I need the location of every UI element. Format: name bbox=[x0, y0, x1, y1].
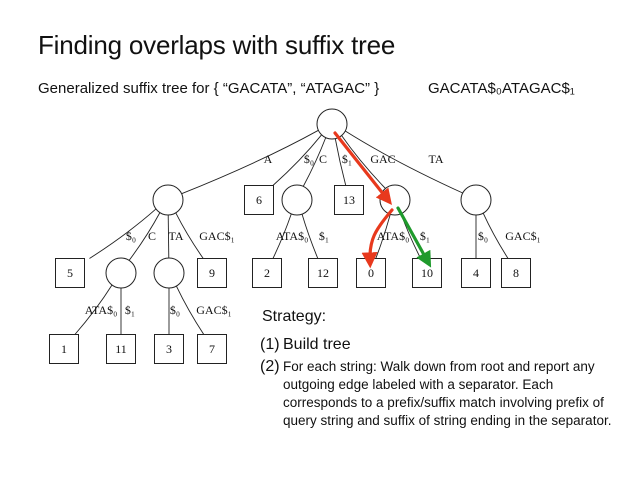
leaf-box bbox=[106, 334, 136, 364]
internal-node-n$0 bbox=[281, 184, 313, 216]
leaf-box bbox=[197, 258, 227, 288]
leaf-label: 2 bbox=[264, 266, 270, 280]
edge-nAC-l1 bbox=[74, 284, 113, 335]
internal-node-nGAC bbox=[379, 184, 411, 216]
edge-label-nATA-l3: $₀ bbox=[170, 303, 180, 317]
tree-highlight-arrows bbox=[333, 131, 432, 269]
leaf-label: 6 bbox=[256, 193, 262, 207]
leaf-node-1: 1 bbox=[49, 334, 79, 364]
strategy-step-2-text: For each string: Walk down from root and… bbox=[283, 359, 612, 428]
edge-nA-l5 bbox=[89, 208, 157, 259]
leaf-box bbox=[308, 258, 338, 288]
edge-label-nAC-l11: $₁ bbox=[125, 303, 135, 317]
edge-label-nGAC-l0: ATA$₀ bbox=[377, 229, 410, 243]
edge-nA-nATA bbox=[167, 214, 170, 259]
leaf-node-13: 13 bbox=[334, 185, 364, 215]
leaf-box bbox=[49, 334, 79, 364]
leaf-label: 7 bbox=[209, 342, 215, 356]
slide-title: Finding overlaps with suffix tree bbox=[38, 30, 396, 60]
internal-node-nTA bbox=[460, 184, 492, 216]
edge-label-root-l13: $₁ bbox=[342, 152, 352, 166]
leaf-node-9: 9 bbox=[197, 258, 227, 288]
highlight-arrow-nGAC-l0 bbox=[361, 208, 394, 269]
leaf-node-5: 5 bbox=[55, 258, 85, 288]
leaf-box bbox=[334, 185, 364, 215]
strategy-step-1-text: Build tree bbox=[283, 336, 351, 353]
strategy-title: Strategy: bbox=[262, 308, 327, 325]
edge-root-nA bbox=[181, 129, 319, 195]
internal-node-nA bbox=[152, 184, 184, 216]
leaf-box bbox=[244, 185, 274, 215]
strategy-step-1: (1) Build tree bbox=[260, 336, 620, 354]
internal-node-nATA bbox=[153, 257, 185, 289]
edge-root-l13 bbox=[334, 138, 347, 186]
leaf-box bbox=[461, 258, 491, 288]
edge-label-nATA-l7: GAC$₁ bbox=[196, 303, 232, 317]
leaf-node-3: 3 bbox=[154, 334, 184, 364]
strategy-step-1-number: (1) bbox=[260, 336, 280, 353]
leaf-label: 0 bbox=[368, 266, 374, 280]
edge-label-root-nGAC: GAC bbox=[370, 152, 395, 166]
leaf-label: 5 bbox=[67, 266, 73, 280]
highlight-arrow-root-nGAC bbox=[333, 131, 392, 206]
edge-label-root-nTA: TA bbox=[428, 152, 443, 166]
leaf-box bbox=[197, 334, 227, 364]
strategy-panel: Strategy: (1) Build tree (2) For each st… bbox=[260, 308, 620, 434]
leaf-box bbox=[252, 258, 282, 288]
leaf-node-8: 8 bbox=[501, 258, 531, 288]
edge-root-n$0 bbox=[302, 137, 327, 187]
edge-label-nA-nATA: TA bbox=[168, 229, 183, 243]
leaf-node-11: 11 bbox=[106, 334, 136, 364]
leaf-box bbox=[501, 258, 531, 288]
edge-label-root-nA: A bbox=[264, 152, 273, 166]
strategy-step-2-number: (2) bbox=[260, 358, 280, 375]
edge-nA-nAC bbox=[128, 212, 161, 261]
concatenated-string: GACATA$₀ATAGAC$₁ bbox=[428, 80, 575, 97]
edge-label-nTA-l8: GAC$₁ bbox=[505, 229, 541, 243]
leaf-label: 1 bbox=[61, 342, 67, 356]
edge-n$0-l2 bbox=[272, 213, 292, 259]
edge-label-nGAC-l10: $₁ bbox=[420, 229, 430, 243]
leaf-label: 3 bbox=[166, 342, 172, 356]
strategy-step-2: (2) For each string: Walk down from root… bbox=[260, 358, 620, 430]
edge-n$0-l12 bbox=[301, 214, 319, 259]
edge-label-root-l6: $₀ bbox=[304, 152, 314, 166]
edge-label-nTA-l4: $₀ bbox=[478, 229, 488, 243]
leaf-node-7: 7 bbox=[197, 334, 227, 364]
tree-edge-labels: A $₀ C $₁ GAC TA $₀ C TA GAC$₁ ATA$₀ $₁ ATA$₀ $₁ $₀ GAC… bbox=[85, 152, 541, 317]
leaf-label: 12 bbox=[317, 266, 329, 280]
leaf-label: 13 bbox=[343, 193, 355, 207]
edge-nATA-l7 bbox=[175, 285, 205, 335]
edge-label-root-n$0: C bbox=[319, 152, 327, 166]
leaf-node-2: 2 bbox=[252, 258, 282, 288]
leaf-label: 11 bbox=[115, 342, 127, 356]
leaf-label: 8 bbox=[513, 266, 519, 280]
edge-label-nAC-l1: ATA$₀ bbox=[85, 303, 118, 317]
leaf-label: 9 bbox=[209, 266, 215, 280]
edge-label-n$0-l2: ATA$₀ bbox=[276, 229, 309, 243]
edge-label-nA-nAC: C bbox=[148, 229, 156, 243]
slide-subtitle: Generalized suffix tree for { “GACATA”, … bbox=[38, 80, 380, 97]
tree-edges bbox=[74, 129, 509, 335]
internal-node-nAC bbox=[105, 257, 137, 289]
edge-label-nA-l9: GAC$₁ bbox=[199, 229, 235, 243]
leaf-box bbox=[55, 258, 85, 288]
leaf-node-6: 6 bbox=[244, 185, 274, 215]
highlight-arrow-nGAC-l10 bbox=[396, 206, 432, 268]
leaf-node-4: 4 bbox=[461, 258, 491, 288]
edge-nA-l9 bbox=[175, 212, 204, 259]
leaf-label: 4 bbox=[473, 266, 479, 280]
edge-root-nTA bbox=[345, 130, 463, 194]
leaf-node-12: 12 bbox=[308, 258, 338, 288]
edge-nTA-l8 bbox=[482, 212, 509, 259]
leaf-box bbox=[154, 334, 184, 364]
edge-label-n$0-l12: $₁ bbox=[319, 229, 329, 243]
edge-label-nA-l5: $₀ bbox=[126, 229, 136, 243]
internal-node-root bbox=[316, 108, 348, 140]
edge-root-l6 bbox=[272, 134, 322, 186]
leaf-label: 10 bbox=[421, 266, 433, 280]
edge-root-nGAC bbox=[341, 135, 386, 189]
